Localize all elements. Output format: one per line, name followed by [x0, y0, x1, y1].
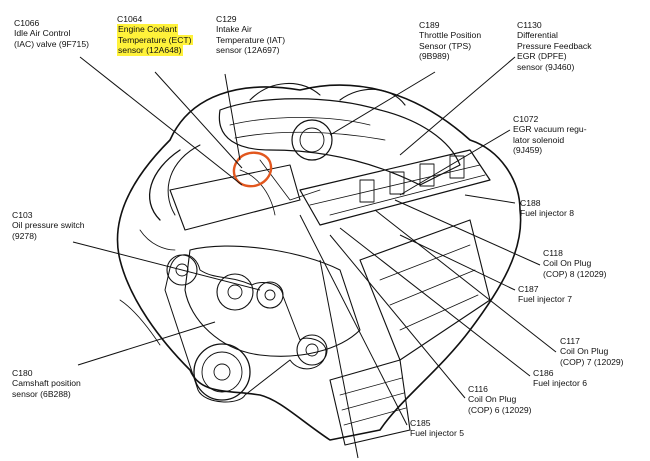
label-c116-line2: (COP) 6 (12029) — [468, 404, 532, 415]
leader-c118 — [394, 199, 541, 266]
label-c118-line1: Coil On Plug — [543, 258, 592, 269]
ect-highlight-circle — [232, 151, 273, 188]
label-c186: C186 Fuel injector 6 — [533, 368, 587, 389]
label-c103-line2: (9278) — [12, 230, 37, 241]
label-c1066-line1: Idle Air Control — [14, 28, 71, 39]
label-c1130: C1130 Differential Pressure Feedback EGR… — [517, 20, 592, 72]
label-c180-line2: sensor (6B288) — [12, 388, 71, 399]
label-c118: C118 Coil On Plug (COP) 8 (12029) — [543, 248, 607, 279]
label-c188: C188 Fuel injector 8 — [520, 198, 574, 219]
label-c1130-line1: Differential — [517, 30, 558, 41]
label-c187: C187 Fuel injector 7 — [518, 284, 572, 305]
label-c118-line2: (COP) 8 (12029) — [543, 268, 607, 279]
label-c117-id: C117 — [560, 336, 580, 346]
label-c1066-id: C1066 — [14, 18, 40, 28]
label-c1064-line3: sensor (12A648) — [117, 45, 183, 56]
label-c189-line2: Sensor (TPS) — [419, 40, 472, 51]
leader-c188 — [464, 194, 516, 204]
label-c129-line3: sensor (12A697) — [216, 45, 280, 56]
label-c185: C185 Fuel injector 5 — [410, 418, 464, 439]
label-c1130-line3: EGR (DPFE) — [517, 51, 567, 62]
leader-c189 — [329, 71, 436, 136]
label-c1064: C1064 Engine Coolant Temperature (ECT) s… — [117, 14, 193, 56]
label-c180-id: C180 — [12, 368, 33, 378]
leader-c1064 — [154, 71, 243, 169]
label-c116-id: C116 — [468, 384, 488, 394]
leader-c1072 — [399, 129, 511, 196]
leader-c103 — [72, 241, 261, 291]
label-c180: C180 Camshaft position sensor (6B288) — [12, 368, 81, 399]
label-c187-id: C187 — [518, 284, 539, 294]
leader-c1066 — [79, 56, 243, 186]
label-c1064-line2: Temperature (ECT) — [117, 34, 193, 46]
label-c186-id: C186 — [533, 368, 554, 378]
label-c129: C129 Intake Air Temperature (IAT) sensor… — [216, 14, 285, 56]
label-c117: C117 Coil On Plug (COP) 7 (12029) — [560, 336, 624, 367]
label-c117-line1: Coil On Plug — [560, 346, 609, 357]
label-c188-line1: Fuel injector 8 — [520, 208, 574, 219]
label-c103: C103 Oil pressure switch (9278) — [12, 210, 85, 241]
leader-c116 — [329, 234, 466, 399]
label-c180-line1: Camshaft position — [12, 378, 81, 389]
label-c1130-line4: sensor (9J460) — [517, 61, 575, 72]
label-c1130-line2: Pressure Feedback — [517, 40, 592, 51]
leader-c1130 — [399, 56, 516, 156]
leader-c186 — [339, 227, 531, 377]
label-c1072-line2: lator solenoid — [513, 134, 565, 145]
engine-drawing — [116, 83, 522, 446]
label-c129-line1: Intake Air — [216, 24, 252, 35]
leader-c185 — [299, 214, 408, 426]
label-c129-line2: Temperature (IAT) — [216, 34, 286, 45]
label-c1064-id: C1064 — [117, 14, 143, 24]
label-c189-id: C189 — [419, 20, 440, 30]
label-c185-line1: Fuel injector 5 — [410, 428, 464, 439]
label-c1072: C1072 EGR vacuum regu- lator solenoid (9… — [513, 114, 587, 156]
label-c1066-line2: (IAC) valve (9F715) — [14, 38, 89, 49]
leader-c117 — [374, 209, 557, 353]
label-c189: C189 Throttle Position Sensor (TPS) (9B9… — [419, 20, 481, 62]
label-c189-line3: (9B989) — [419, 51, 450, 62]
label-c185-id: C185 — [410, 418, 431, 428]
label-c1072-id: C1072 — [513, 114, 539, 124]
label-c116-line1: Coil On Plug — [468, 394, 517, 405]
leader-extra-down — [319, 259, 359, 459]
label-c187-line1: Fuel injector 7 — [518, 294, 572, 305]
label-c1066: C1066 Idle Air Control (IAC) valve (9F71… — [14, 18, 89, 49]
label-c188-id: C188 — [520, 198, 541, 208]
label-c1064-line1: Engine Coolant — [117, 24, 178, 35]
label-c103-id: C103 — [12, 210, 33, 220]
label-c103-line1: Oil pressure switch — [12, 220, 85, 231]
leader-c129 — [224, 73, 241, 161]
label-c117-line2: (COP) 7 (12029) — [560, 356, 624, 367]
leader-lines — [72, 56, 557, 459]
label-c189-line1: Throttle Position — [419, 30, 482, 41]
label-c1072-line3: (9J459) — [513, 145, 543, 156]
label-c116: C116 Coil On Plug (COP) 6 (12029) — [468, 384, 532, 415]
label-c129-id: C129 — [216, 14, 237, 24]
label-c186-line1: Fuel injector 6 — [533, 378, 587, 389]
leader-c180 — [77, 321, 216, 366]
label-c1072-line1: EGR vacuum regu- — [513, 124, 587, 135]
label-c118-id: C118 — [543, 248, 563, 258]
label-c1130-id: C1130 — [517, 20, 542, 30]
